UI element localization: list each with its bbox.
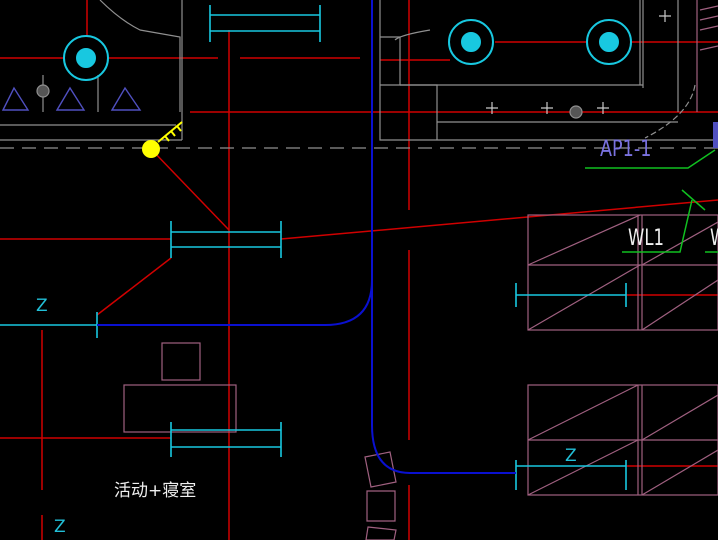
leader-lines	[585, 149, 718, 253]
furniture-outlines	[123, 0, 718, 540]
junction-marker	[142, 121, 183, 158]
z-label-left: Z	[36, 296, 48, 316]
walls	[0, 0, 718, 149]
conduit-line	[97, 279, 516, 474]
outlet-symbols	[1, 86, 142, 111]
panel-symbol	[713, 122, 718, 148]
cable-trays	[0, 5, 627, 490]
room-label: 活动+寝室	[114, 481, 197, 501]
light-fixtures	[63, 19, 632, 81]
circuit-label-wl1: WL1	[628, 226, 665, 251]
panel-label: AP1-1	[600, 137, 652, 162]
z-label-bottom: Z	[54, 517, 66, 537]
circuit-label-w: W	[710, 226, 718, 251]
z-label-right: Z	[565, 446, 577, 466]
